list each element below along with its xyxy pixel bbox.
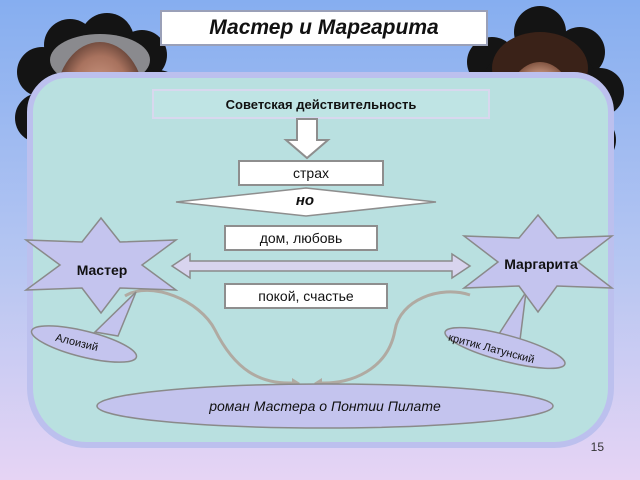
but-diamond	[175, 187, 437, 217]
slide-title: Мастер и Маргарита	[160, 10, 488, 46]
down-arrow	[283, 118, 331, 160]
home-love-box: дом, любовь	[224, 225, 378, 251]
fear-box: страх	[238, 160, 384, 186]
reality-header: Советская действительность	[152, 89, 490, 119]
master-label: Мастер	[76, 262, 128, 278]
novel-label: роман Мастера о Понтии Пилате	[209, 398, 441, 414]
critic-callout	[444, 291, 566, 370]
novel-ellipse	[96, 383, 554, 429]
aloisy-callout	[30, 291, 138, 363]
peace-happiness-box: покой, счастье	[224, 283, 388, 309]
page-number: 15	[590, 440, 604, 454]
margarita-star	[461, 213, 615, 314]
margarita-label: Маргарита	[504, 256, 578, 272]
but-label: но	[295, 192, 315, 209]
master-star	[23, 216, 179, 315]
connector-lines	[124, 288, 471, 385]
double-arrow	[170, 252, 472, 280]
